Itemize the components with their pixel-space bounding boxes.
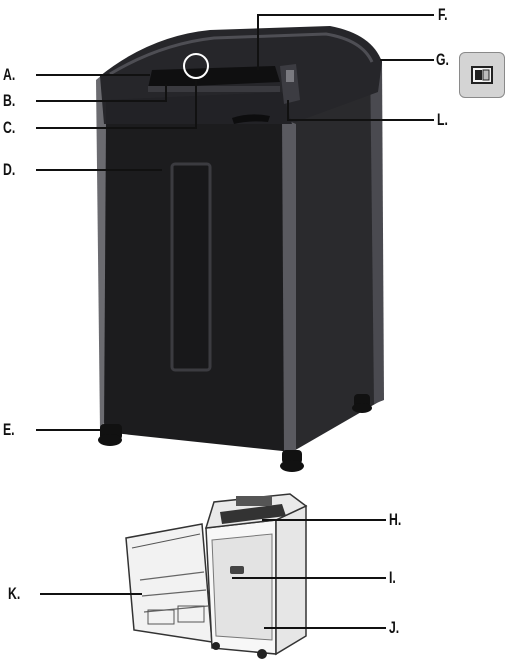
power-switch-icon [471,66,493,84]
label-j: J. [389,618,400,637]
cabinet-head [220,504,286,524]
leader-l [287,100,434,121]
label-a: A. [3,65,16,84]
label-d: D. [3,160,16,179]
leader-lines [36,14,434,629]
label-h: H. [389,510,402,529]
label-i: I. [389,568,396,587]
bin-window [170,162,212,372]
label-g: G. [436,50,449,69]
indicator-circle [183,53,209,79]
leader-c [36,80,197,129]
casters [98,394,372,472]
label-l: L. [437,110,448,129]
back-trim [370,52,384,404]
label-e: E. [3,420,15,439]
feed-slot [148,66,280,88]
leader-f [257,14,434,70]
label-b: B. [3,91,16,110]
label-k: K. [8,584,21,603]
main-shredder [96,26,384,472]
control-buttons [280,64,300,104]
leader-b [36,84,167,102]
label-f: F. [438,5,448,24]
right-trim [282,118,296,456]
open-shredder [125,493,308,659]
label-c: C. [3,118,16,137]
right-side-panel [285,90,382,452]
power-switch-icon-box [459,52,505,98]
